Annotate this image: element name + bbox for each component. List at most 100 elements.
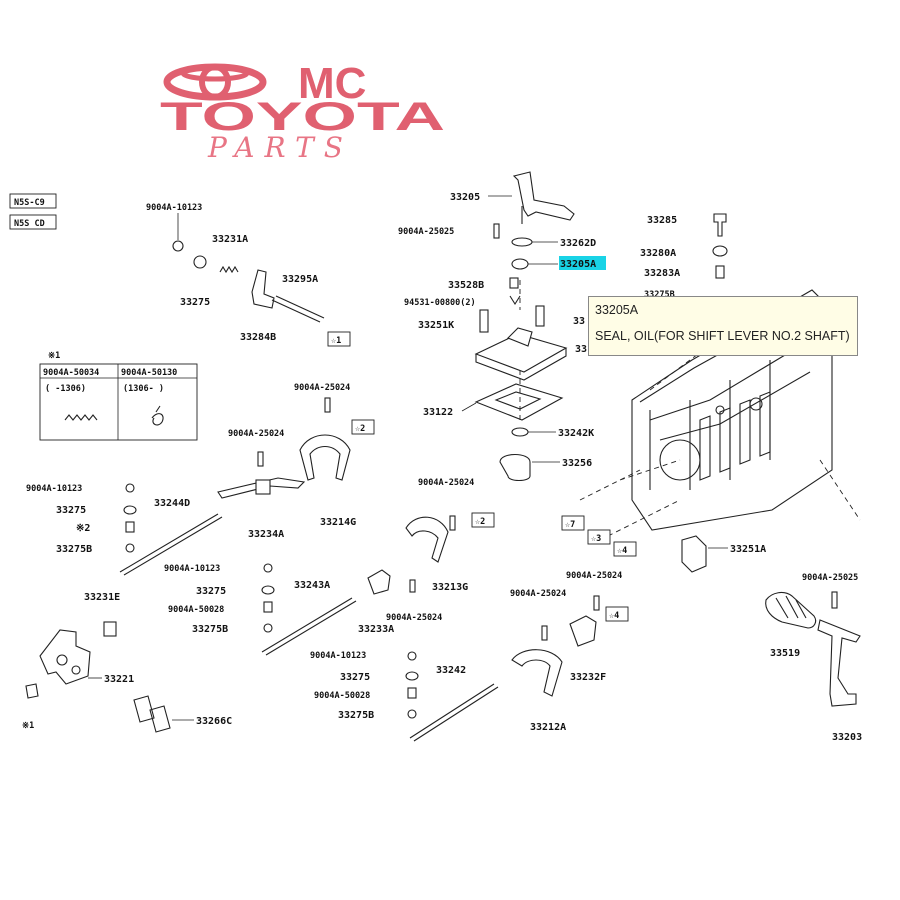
- callout-9004a-10123-c[interactable]: 9004A-10123: [164, 564, 220, 574]
- callout-9004a-50028-a[interactable]: 9004A-50028: [168, 605, 224, 615]
- shift-head-2-icon: [367, 569, 391, 595]
- shift-lever-housing-cluster: 33205 9004A-25025 33262D 33205A 33528B 9…: [398, 171, 606, 482]
- callout-33242k[interactable]: 33242K: [558, 428, 594, 439]
- ref-star-2-a[interactable]: ☆2: [355, 424, 365, 434]
- callout-33244d[interactable]: 33244D: [154, 498, 190, 509]
- callout-9004a-25024-a[interactable]: 9004A-25024: [294, 383, 350, 393]
- spring-part-icon: [219, 265, 239, 274]
- callout-9004a-25025-b[interactable]: 9004A-25025: [802, 573, 858, 583]
- callout-33284b[interactable]: 33284B: [240, 332, 276, 343]
- callout-33231a[interactable]: 33231A: [212, 234, 248, 245]
- fork-shaft-cluster-1: 9004A-25024 ☆2 9004A-25024 33214G 33234A…: [26, 383, 375, 576]
- callout-33256[interactable]: 33256: [562, 458, 592, 469]
- callout-33221[interactable]: 33221: [104, 674, 134, 685]
- brand-logo: MC TOYOTA PARTS: [160, 59, 445, 164]
- callout-33231e[interactable]: 33231E: [84, 592, 120, 603]
- callout-33275b-c[interactable]: 33275B: [338, 710, 374, 721]
- inset-range-2: (1306- ): [123, 384, 164, 394]
- model-code-2: N5S CD: [14, 219, 45, 229]
- callout-33280a[interactable]: 33280A: [640, 248, 676, 259]
- callout-33243a[interactable]: 33243A: [294, 580, 330, 591]
- callout-9004a-25024-b[interactable]: 9004A-25024: [228, 429, 284, 439]
- callout-33275-d[interactable]: 33275: [340, 672, 370, 683]
- callout-33242[interactable]: 33242: [436, 665, 466, 676]
- callout-33233a[interactable]: 33233A: [358, 624, 394, 635]
- callout-33285[interactable]: 33285: [647, 215, 677, 226]
- boot-icon: [765, 591, 817, 629]
- callout-33122[interactable]: 33122: [423, 407, 453, 418]
- ref-star-4-a[interactable]: ☆4: [617, 546, 627, 556]
- shift-fork-3-icon: [511, 649, 563, 697]
- callout-33214g[interactable]: 33214G: [320, 517, 356, 528]
- select-lever-cluster: 33231E 33221 ※1 33266C: [22, 592, 232, 733]
- callout-33-b[interactable]: 33: [575, 344, 587, 355]
- pad-icon: [133, 695, 171, 733]
- callout-33232f[interactable]: 33232F: [570, 672, 606, 683]
- callout-33205[interactable]: 33205: [450, 192, 480, 203]
- inset-code-1: 9004A-50034: [43, 368, 99, 378]
- callout-9004a-10123-d[interactable]: 9004A-10123: [310, 651, 366, 661]
- callout-33205a[interactable]: 33205A: [560, 259, 596, 270]
- ref-mark-1[interactable]: ※1: [22, 721, 34, 731]
- bushing-icon: [499, 453, 531, 482]
- model-code-legend: N5S-C9 N5S CD: [9, 193, 57, 230]
- callout-9004a-25025-a[interactable]: 9004A-25025: [398, 227, 454, 237]
- callout-33234a[interactable]: 33234A: [248, 529, 284, 540]
- tooltip-part-description: SEAL, OIL(FOR SHIFT LEVER NO.2 SHAFT): [595, 329, 850, 343]
- callout-33203[interactable]: 33203: [832, 732, 862, 743]
- callout-33-a[interactable]: 33: [573, 316, 585, 327]
- callout-9004a-10123-b[interactable]: 9004A-10123: [26, 484, 82, 494]
- shift-fork-2-icon: [405, 516, 449, 563]
- outer-lever-cluster: 33251A 9004A-25025 33519 33203: [681, 535, 862, 743]
- callout-33275-c[interactable]: 33275: [196, 586, 226, 597]
- shift-head-3-icon: [569, 615, 597, 647]
- spring-clip-icon: [151, 405, 164, 426]
- callout-33262d[interactable]: 33262D: [560, 238, 596, 249]
- select-lever-icon: [39, 629, 91, 685]
- logo-line-toyota: TOYOTA: [160, 95, 445, 139]
- lever-part-icon: [251, 269, 275, 309]
- fork-shaft-cluster-3: 9004A-10123 33275 9004A-50028 33275B 332…: [164, 563, 442, 656]
- callout-33266c[interactable]: 33266C: [196, 716, 232, 727]
- callout-94531[interactable]: 94531-00800(2): [404, 298, 476, 308]
- ref-star-3[interactable]: ☆3: [591, 534, 601, 544]
- callout-9004a-25024-c[interactable]: 9004A-25024: [418, 478, 474, 488]
- callout-33275-b[interactable]: 33275: [56, 505, 86, 516]
- inset-marker: ※1: [48, 351, 60, 361]
- callout-33275b-a[interactable]: 33275B: [56, 544, 92, 555]
- callout-9004a-25024-d[interactable]: 9004A-25024: [386, 613, 442, 623]
- callout-33528b[interactable]: 33528B: [448, 280, 484, 291]
- outer-lever-icon: [817, 619, 861, 707]
- logo-line-mc: MC: [298, 59, 366, 108]
- ref-star-2-b[interactable]: ☆2: [475, 517, 485, 527]
- callout-33251a[interactable]: 33251A: [730, 544, 766, 555]
- callout-9004a-25024-f[interactable]: 9004A-25024: [566, 571, 622, 581]
- logo-line-parts: PARTS: [207, 131, 353, 164]
- model-code-1: N5S-C9: [14, 198, 45, 208]
- callout-33275b-b[interactable]: 33275B: [192, 624, 228, 635]
- callout-33275b-top[interactable]: 33275B: [644, 290, 675, 300]
- callout-9004a-50028-b[interactable]: 9004A-50028: [314, 691, 370, 701]
- bracket-icon: [681, 535, 707, 573]
- callout-33251k[interactable]: 33251K: [418, 320, 454, 331]
- gasket-icon: [474, 383, 564, 421]
- fork-shaft-cluster-4: 9004A-10123 33275 9004A-50028 33275B 332…: [310, 571, 629, 742]
- spring-icon: [64, 414, 98, 421]
- callout-9004a-10123-a[interactable]: 9004A-10123: [146, 203, 202, 213]
- selected-part-highlight: [559, 256, 606, 270]
- callout-33213g[interactable]: 33213G: [432, 582, 468, 593]
- ref-star-7[interactable]: ☆7: [565, 520, 575, 530]
- detent-cluster: 33285 33280A 33283A 33275B: [640, 213, 728, 300]
- fork-shaft-cluster-2: 9004A-25024 ☆2 33213G ☆7 ☆3 ☆4: [405, 478, 637, 593]
- ref-star-4-b[interactable]: ☆4: [609, 611, 619, 621]
- callout-33275-a[interactable]: 33275: [180, 297, 210, 308]
- ref-mark-2[interactable]: ※2: [76, 523, 90, 534]
- shift-lever-cluster: 9004A-10123 33231A 33275 33295A 33284B ☆…: [146, 203, 351, 347]
- callout-33212a[interactable]: 33212A: [530, 722, 566, 733]
- callout-33295a[interactable]: 33295A: [282, 274, 318, 285]
- callout-33283a[interactable]: 33283A: [644, 268, 680, 279]
- callout-9004a-25024-e[interactable]: 9004A-25024: [510, 589, 566, 599]
- ref-star-1[interactable]: ☆1: [331, 336, 341, 346]
- callout-33519[interactable]: 33519: [770, 648, 800, 659]
